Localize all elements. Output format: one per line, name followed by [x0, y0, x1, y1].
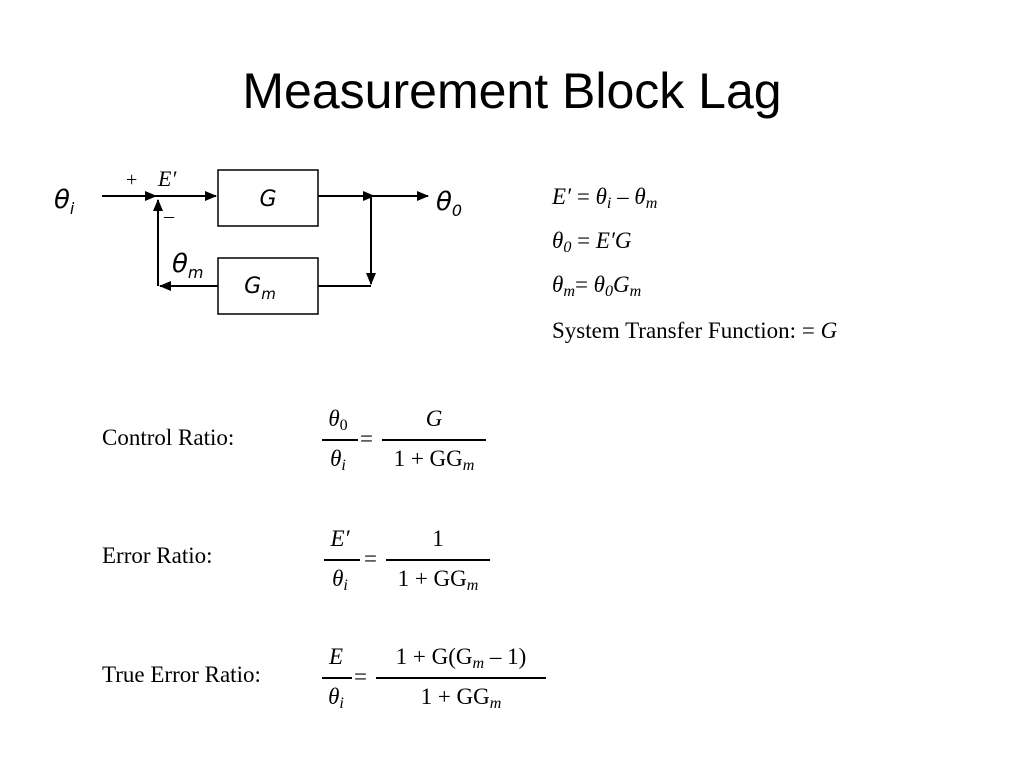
error-ratio-label: Error Ratio:: [102, 543, 213, 568]
true-error-ratio-formula: E θi = 1 + G(Gm – 1) 1 + GGm: [320, 640, 560, 720]
equation-feedback: θm= θ0Gm: [552, 272, 642, 301]
system-equations: E′ = θi – θm θ0 = E′G θm= θ0Gm: [552, 178, 657, 310]
equation-output: θ0 = E′G: [552, 228, 632, 257]
minus-sign: –: [163, 205, 175, 227]
error-ratio-formula: E′ θi = 1 1 + GGm: [320, 522, 500, 602]
control-ratio-formula: θ0 θi = G 1 + GGm: [318, 402, 498, 482]
error-signal-label: E′: [157, 166, 177, 191]
output-label: θ0: [436, 187, 462, 220]
system-transfer-function: System Transfer Function: = G: [552, 318, 838, 343]
forward-block: [217, 169, 319, 227]
control-ratio-label: Control Ratio:: [102, 425, 235, 450]
feedback-block-label: Gm: [244, 274, 276, 303]
plus-sign: +: [126, 169, 137, 191]
block-diagram: θi + E′ G θ0 Gm – θm: [54, 166, 462, 315]
forward-block-label: G: [259, 187, 276, 212]
feedback-signal-label: θm: [172, 249, 204, 282]
input-label: θi: [54, 185, 75, 218]
slide-title: Measurement Block Lag: [242, 63, 782, 119]
equation-error: E′ = θi – θm: [552, 184, 658, 213]
true-error-ratio-label: True Error Ratio:: [102, 662, 261, 687]
